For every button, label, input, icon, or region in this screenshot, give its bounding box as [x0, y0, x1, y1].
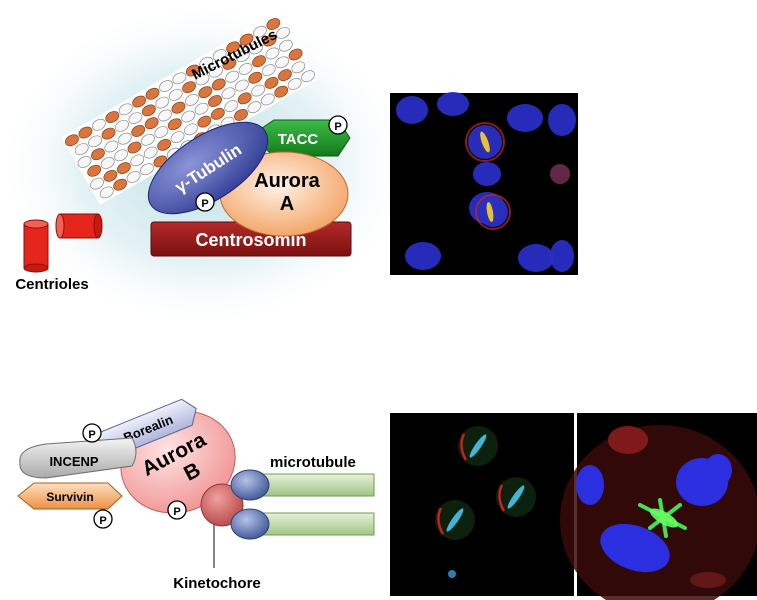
phospho-tacc: P — [328, 115, 348, 135]
cpc-diagram: microtubule Aurora B Kinetochore Boreali… — [17, 398, 375, 592]
ndc80-upper — [230, 469, 270, 501]
centriole-horizontal — [55, 213, 103, 239]
centrioles-label: Centrioles — [15, 276, 88, 293]
svg-text:P: P — [173, 506, 180, 518]
centrosome-diagram: Microtubules Centrosomin TACC Aurora A γ… — [0, 0, 415, 330]
svg-text:P: P — [99, 515, 106, 527]
phospho-aurora-b: P — [167, 500, 187, 520]
ndc80-lower — [230, 508, 270, 540]
tacc-label: TACC — [278, 131, 319, 148]
survivin-shape: Survivin — [17, 482, 123, 510]
aurora-a-label-line1: Aurora — [254, 170, 320, 192]
micrograph-aurora-a — [390, 92, 578, 275]
incenp-shape: INCENP — [19, 437, 137, 479]
microtubule-label: microtubule — [270, 454, 356, 471]
micrograph-aurora-b-right — [560, 413, 757, 600]
survivin-label: Survivin — [46, 490, 93, 504]
svg-text:P: P — [334, 121, 341, 133]
microtubule-bar-lower — [257, 512, 375, 536]
phospho-survivin: P — [93, 509, 113, 529]
kinetochore-label: Kinetochore — [173, 575, 261, 592]
phospho-gamma-tubulin: P — [195, 192, 215, 212]
svg-text:P: P — [201, 198, 208, 210]
micrograph-aurora-b-left — [390, 413, 574, 596]
microtubule-lattice — [61, 12, 317, 205]
svg-text:P: P — [88, 429, 95, 441]
kinetochore-shape — [200, 483, 244, 527]
phospho-borealin: P — [82, 423, 102, 443]
gamma-tubulin-shape — [147, 121, 269, 215]
incenp-label: INCENP — [49, 454, 98, 469]
centriole-vertical — [23, 219, 49, 273]
aurora-a-label-line2: A — [280, 193, 294, 215]
microtubule-bar-upper — [257, 473, 375, 497]
